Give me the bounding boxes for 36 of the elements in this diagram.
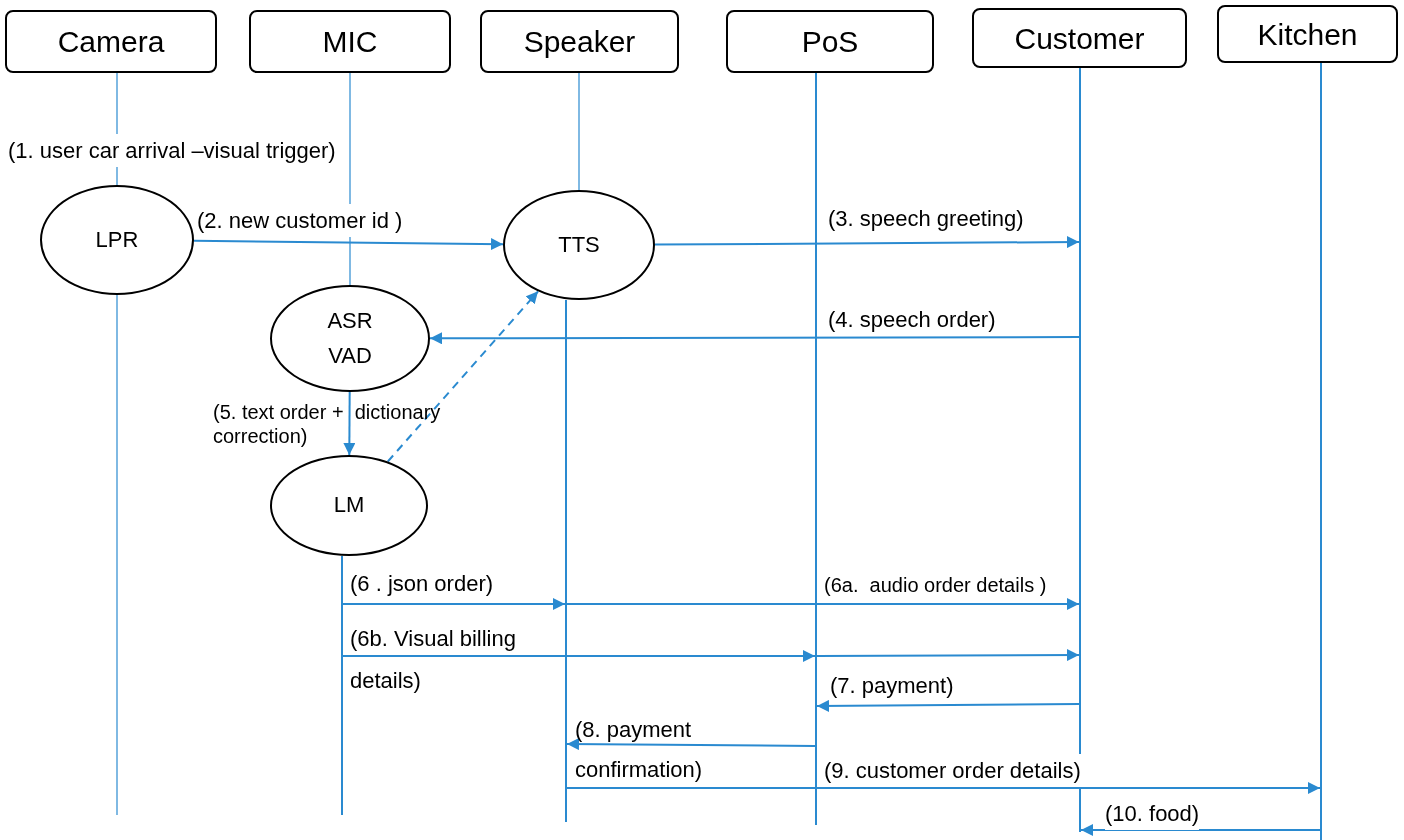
message-arrow — [566, 738, 816, 751]
edge-label: (5. text order + dictionary correction) — [213, 400, 442, 448]
edge-label: (9. customer order details) — [824, 754, 1081, 787]
lifeline — [116, 294, 118, 816]
edge-label: (2. new customer id ) — [197, 204, 403, 237]
message-arrow — [343, 391, 356, 456]
edge-label: (6b. Visual billing details) — [350, 625, 517, 695]
process-ellipse: LPR — [40, 185, 194, 295]
message-arrow — [386, 290, 540, 463]
message-arrow — [342, 598, 566, 610]
message-arrow — [816, 649, 1080, 662]
lifeline — [578, 72, 580, 191]
message-arrow — [654, 236, 1080, 249]
message-arrow — [429, 332, 1080, 345]
participant-box: Kitchen — [1217, 5, 1398, 63]
lifeline — [815, 73, 817, 825]
message-arrow — [566, 598, 1080, 610]
message-arrow — [566, 782, 1321, 794]
process-ellipse: TTS — [503, 190, 655, 300]
message-arrow — [1080, 824, 1321, 836]
edge-label: (8. payment confirmation) — [575, 716, 704, 784]
participant-box: Customer — [972, 8, 1187, 68]
process-ellipse: LM — [270, 455, 428, 556]
message-arrow — [816, 699, 1080, 712]
lifeline — [341, 556, 343, 815]
participant-box: MIC — [249, 10, 451, 73]
participant-box: Camera — [5, 10, 217, 73]
message-arrow — [193, 238, 504, 251]
step-note: (1. user car arrival –visual trigger) — [8, 134, 336, 167]
lifeline — [565, 300, 567, 822]
message-arrow — [342, 650, 816, 662]
lifeline — [1079, 68, 1081, 832]
lifeline — [1320, 63, 1322, 840]
participant-box: PoS — [726, 10, 934, 73]
participant-box: Speaker — [480, 10, 679, 73]
process-ellipse: ASR VAD — [270, 285, 430, 392]
